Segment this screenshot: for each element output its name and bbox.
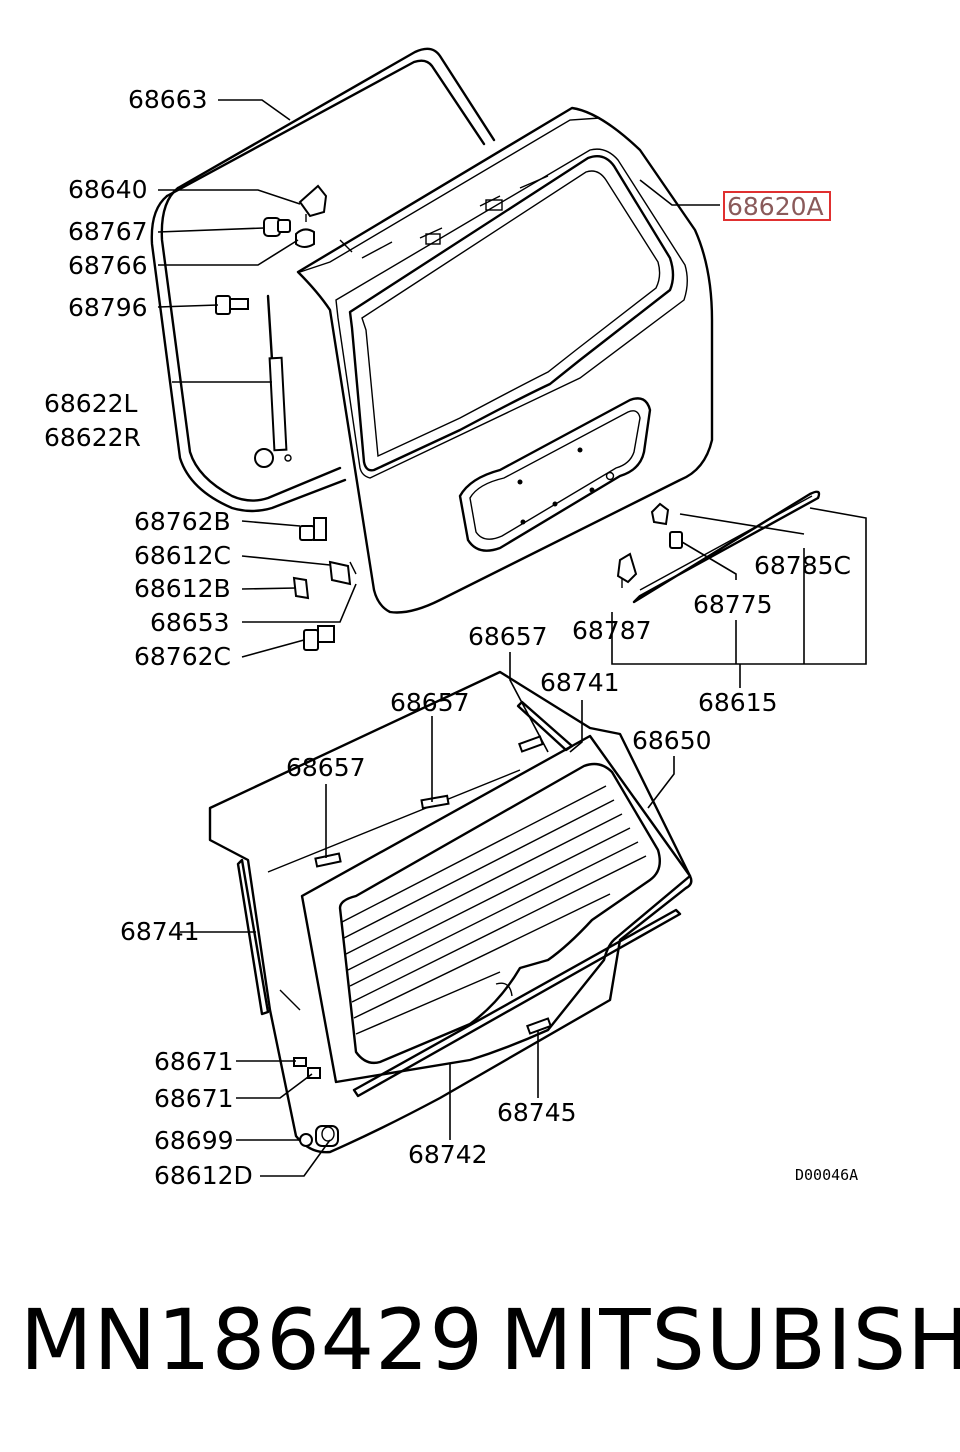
label-68653: 68653 <box>150 608 230 637</box>
part-labels: 68663 68640 68767 68766 68796 68622L 686… <box>44 85 858 1190</box>
rear-spoiler-drawing <box>632 490 821 604</box>
footer-part-number: MN186429 <box>20 1291 484 1389</box>
label-68796: 68796 <box>68 293 148 322</box>
molding-strips-drawing <box>236 700 682 1098</box>
label-68615: 68615 <box>698 688 778 717</box>
label-68762B: 68762B <box>134 507 231 536</box>
small-pads-drawing <box>293 735 552 1079</box>
label-68640: 68640 <box>68 175 148 204</box>
label-68787: 68787 <box>572 616 652 645</box>
bumper-68766-drawing <box>295 228 315 248</box>
label-68745: 68745 <box>497 1098 577 1127</box>
label-68612C: 68612C <box>134 541 231 570</box>
label-68741-left: 68741 <box>120 917 200 946</box>
diagram-code: D00046A <box>795 1166 858 1184</box>
weatherstrip-seal-drawing <box>150 47 496 513</box>
clip-68785C-drawing <box>650 502 670 526</box>
gas-strut-drawing <box>254 294 292 468</box>
label-68762C: 68762C <box>134 642 231 671</box>
garnish-clips-drawing <box>292 560 357 600</box>
latch-striker-drawing <box>298 184 328 222</box>
label-68671-upper: 68671 <box>154 1047 234 1076</box>
bolt-68762C-drawing <box>303 625 335 651</box>
clip-68767-drawing <box>263 217 291 237</box>
cap-68612D-drawing <box>315 1125 339 1147</box>
label-68741-top: 68741 <box>540 668 620 697</box>
label-68657-mid: 68657 <box>390 688 470 717</box>
leader-lines <box>157 99 867 1177</box>
bolt-68796-drawing <box>215 295 249 315</box>
label-68622L: 68622L <box>44 389 138 418</box>
label-68699: 68699 <box>154 1126 234 1155</box>
label-68657-left: 68657 <box>286 753 366 782</box>
bolt-68762B-drawing <box>299 517 327 541</box>
label-68785C: 68785C <box>754 551 851 580</box>
label-68775: 68775 <box>693 590 773 619</box>
rear-glass-drawing <box>300 734 692 1084</box>
label-68671-lower: 68671 <box>154 1084 234 1113</box>
label-68742: 68742 <box>408 1140 488 1169</box>
label-68612D: 68612D <box>154 1161 253 1190</box>
label-68620A: 68620A <box>727 192 824 221</box>
tailgate-panel-drawing <box>296 106 714 614</box>
label-68767: 68767 <box>68 217 148 246</box>
label-68766: 68766 <box>68 251 148 280</box>
footer: MN186429 MITSUBISHI <box>0 1290 960 1400</box>
highlight-box-68620A <box>723 191 831 221</box>
label-68612B: 68612B <box>134 574 231 603</box>
footer-brand: MITSUBISHI <box>500 1291 960 1389</box>
grommet-68787-drawing <box>616 552 638 588</box>
label-68622R: 68622R <box>44 423 141 452</box>
label-68657-top: 68657 <box>468 622 548 651</box>
label-68650: 68650 <box>632 726 712 755</box>
clip-68775-drawing <box>669 531 683 549</box>
label-68663: 68663 <box>128 85 208 114</box>
grommet-68699-drawing <box>299 1133 313 1147</box>
